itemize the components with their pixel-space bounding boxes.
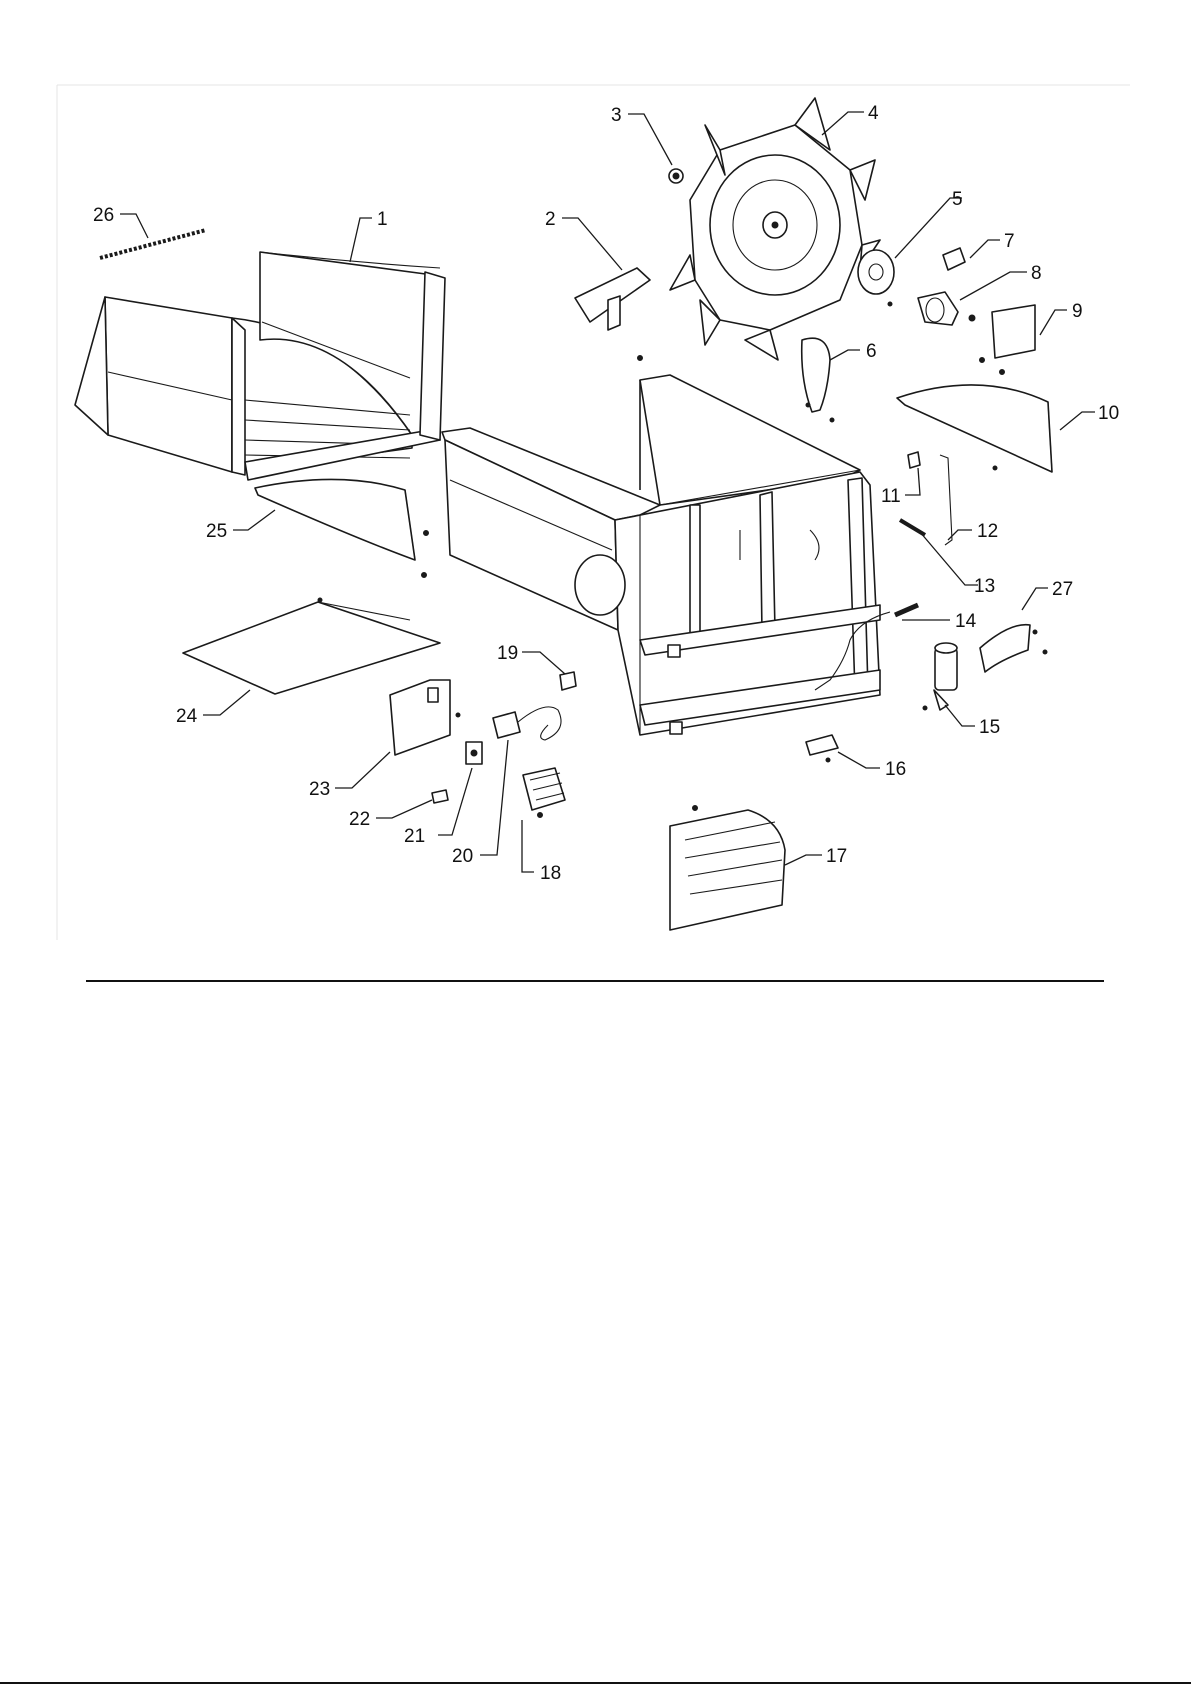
part-23-mount-plate [390, 680, 460, 755]
part-2-bracket [575, 268, 650, 361]
callout-19: 19 [497, 643, 518, 664]
part-7-block [943, 248, 965, 270]
part-10-right-shield [897, 385, 1052, 472]
part-15-hydraulic-motor [923, 643, 957, 710]
callout-8: 8 [1031, 263, 1042, 284]
part-27-side-bracket [980, 625, 1047, 672]
part-1-rear-panel [75, 252, 445, 480]
part-16-small-plate [806, 735, 838, 762]
callout-27: 27 [1052, 579, 1073, 600]
callout-5: 5 [952, 189, 963, 210]
part-26-rod [100, 230, 206, 258]
part-3-nut [669, 169, 683, 183]
callout-15: 15 [979, 717, 1000, 738]
callout-22: 22 [349, 809, 370, 830]
callout-3: 3 [611, 105, 622, 126]
callout-26: 26 [93, 205, 114, 226]
callout-24: 24 [176, 706, 198, 727]
callout-20: 20 [452, 846, 473, 867]
callout-16: 16 [885, 759, 906, 780]
callout-7: 7 [1004, 231, 1015, 252]
callout-2: 2 [545, 209, 556, 230]
page-bottom-edge [0, 1682, 1191, 1684]
part-20-control-box [493, 707, 561, 740]
part-11-clip [908, 452, 920, 468]
main-chassis [442, 375, 880, 735]
callout-13: 13 [974, 576, 995, 597]
callout-25: 25 [206, 521, 227, 542]
callout-17: 17 [826, 846, 847, 867]
part-4-impeller-wheel [670, 98, 880, 360]
part-24-floor-plate [183, 598, 440, 694]
exploded-parts-diagram: 1 2 3 4 5 6 7 8 9 10 11 12 13 14 15 16 1… [0, 0, 1191, 960]
part-6-blade [802, 338, 834, 422]
callout-4: 4 [868, 103, 879, 124]
callout-14: 14 [955, 611, 977, 632]
callout-11: 11 [881, 486, 901, 507]
part-21-switch [466, 742, 482, 764]
callout-23: 23 [309, 779, 330, 800]
part-22-pin [432, 790, 448, 803]
part-9-cover-plate [980, 305, 1036, 375]
part-25-side-shield [255, 479, 429, 577]
part-18-valve-block [523, 768, 565, 818]
callout-10: 10 [1098, 403, 1119, 424]
callout-21: 21 [404, 826, 425, 847]
part-19-block [560, 672, 576, 690]
part-5-disc [858, 250, 894, 306]
callout-9: 9 [1072, 301, 1083, 322]
part-17-front-cover [670, 806, 785, 931]
callout-18: 18 [540, 863, 561, 884]
section-divider [86, 980, 1104, 982]
callout-6: 6 [866, 341, 877, 362]
part-12-rod [940, 455, 952, 545]
callout-1: 1 [377, 209, 388, 230]
callout-12: 12 [977, 521, 998, 542]
